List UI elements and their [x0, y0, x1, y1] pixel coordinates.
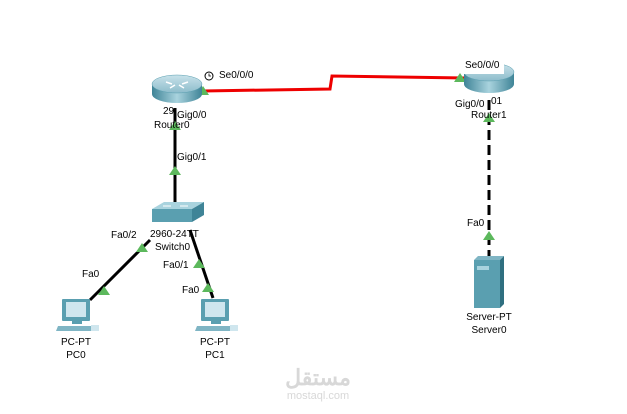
port-indicator-sw-fa1	[193, 259, 205, 268]
port-indicator-sw-fa2	[136, 243, 148, 252]
switch0-name: Switch0	[155, 242, 191, 253]
port-label-r1-serial: Se0/0/0	[465, 60, 500, 71]
watermark: مستقل mostaql.com	[278, 365, 358, 403]
port-label-r0-serial: Se0/0/0	[219, 70, 254, 81]
port-indicator-r1-gig	[483, 113, 495, 122]
port-label-sw-fa1: Fa0/1	[163, 260, 189, 271]
port-label-r0-gig: Gig0/0	[177, 110, 207, 121]
port-label-pc1: Fa0	[182, 285, 200, 296]
pc0-name: PC0	[66, 350, 86, 361]
router0-name: Router0	[154, 120, 190, 131]
port-label-server: Fa0	[467, 218, 485, 229]
router0-icon[interactable]	[151, 74, 203, 103]
pc0-model: PC-PT	[61, 337, 91, 348]
port-indicator-server	[483, 231, 495, 240]
port-indicator-r0-gig	[169, 121, 181, 130]
pc0-icon[interactable]	[56, 299, 99, 331]
server0-model: Server-PT	[466, 312, 512, 323]
clock-icon	[204, 71, 214, 81]
port-label-pc0: Fa0	[82, 269, 100, 280]
server0-name: Server0	[471, 325, 507, 336]
router1-model: 01	[491, 96, 503, 107]
pc1-name: PC1	[205, 350, 225, 361]
port-indicator-pc1	[202, 283, 214, 292]
port-indicator-sw-gig	[169, 166, 181, 175]
watermark-arabic: مستقل	[285, 365, 351, 390]
switch0-icon[interactable]	[152, 202, 204, 222]
switch0-model: 2960-24TT	[150, 229, 199, 240]
pc1-icon[interactable]	[195, 299, 238, 331]
server0-icon[interactable]	[474, 256, 504, 308]
serial-link-r0-r1[interactable]	[202, 74, 466, 93]
port-indicator-pc0	[98, 286, 110, 295]
router1-icon[interactable]	[462, 60, 515, 93]
pc1-model: PC-PT	[200, 337, 230, 348]
router0-model: 29	[163, 106, 175, 117]
port-indicator-r1-serial	[454, 73, 466, 82]
port-label-sw-gig: Gig0/1	[177, 152, 207, 163]
router1-name: Router1	[471, 110, 507, 121]
port-label-sw-fa2: Fa0/2	[111, 230, 137, 241]
port-label-r1-gig: Gig0/0	[455, 99, 485, 110]
watermark-latin: mostaql.com	[286, 390, 350, 402]
